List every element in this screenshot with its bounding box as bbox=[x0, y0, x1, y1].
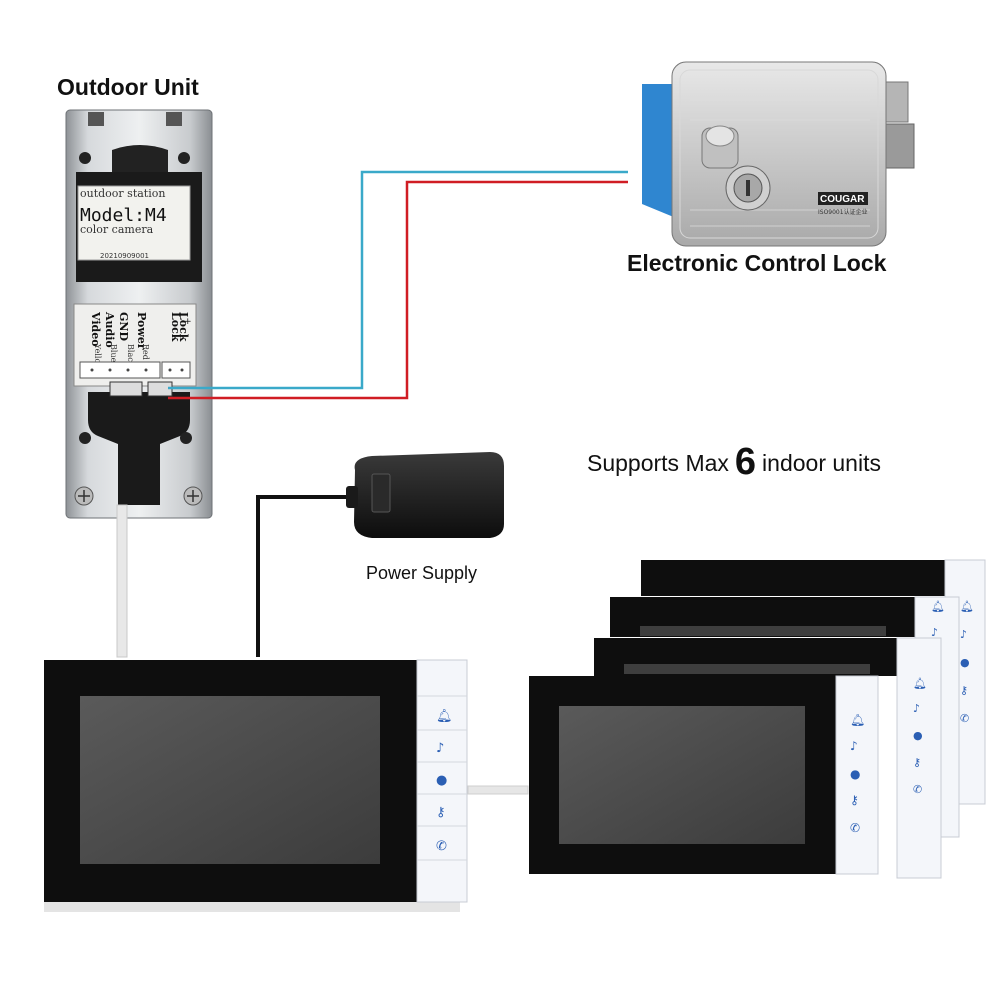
terminal-lock-a: Lock bbox=[169, 312, 182, 342]
lock-brand-name: COUGAR bbox=[820, 194, 865, 205]
terminal-plus-sign: + bbox=[184, 317, 192, 327]
phone-icon[interactable]: ✆ bbox=[850, 821, 860, 835]
lock-cert-text: ISO9001认证企业 bbox=[818, 208, 868, 216]
power-cable bbox=[256, 495, 355, 657]
user-icon[interactable]: ● bbox=[850, 767, 860, 781]
key-icon[interactable]: ⚷ bbox=[436, 805, 446, 820]
terminal-gnd: GND bbox=[117, 312, 130, 341]
phone-icon: ✆ bbox=[960, 712, 969, 725]
music-icon: ♪ bbox=[960, 628, 967, 641]
supports-suffix: indoor units bbox=[762, 450, 881, 476]
power-adapter bbox=[346, 452, 504, 538]
terminal-audio: Audio bbox=[103, 311, 116, 348]
monitor-link-cable bbox=[467, 785, 529, 795]
monitor-screen bbox=[80, 696, 380, 864]
electronic-control-lock: COUGAR ISO9001认证企业 bbox=[642, 61, 915, 247]
music-icon: ♪ bbox=[913, 702, 920, 715]
key-icon: ⚷ bbox=[960, 684, 968, 697]
terminal-block: Video Audio GND Power Lock Lock - + Yell… bbox=[73, 303, 197, 387]
power-supply-label: Power Supply bbox=[366, 563, 478, 583]
indoor-monitor-1: 🔔︎ ♪ ● ⚷ ✆ bbox=[529, 675, 879, 875]
user-icon[interactable]: ● bbox=[436, 773, 447, 788]
terminal-minus-sign: - bbox=[176, 331, 179, 341]
indoor-monitor-4: 🔔︎ ♪ ● ⚷ ✆ bbox=[641, 559, 986, 805]
key-icon[interactable]: ⚷ bbox=[850, 793, 859, 807]
model-sticker: outdoor station Model:M4 color camera 20… bbox=[77, 185, 191, 261]
phone-icon[interactable]: ✆ bbox=[436, 839, 447, 854]
key-icon: ⚷ bbox=[913, 756, 921, 769]
terminal-lock-b: Lock bbox=[177, 312, 190, 342]
phone-icon: ✆ bbox=[913, 783, 922, 796]
outdoor-unit: outdoor station Model:M4 color camera 20… bbox=[65, 109, 213, 658]
wire-yellow-label: Yellow bbox=[93, 343, 102, 370]
sticker-model-text: Model:M4 bbox=[80, 205, 167, 226]
supports-count: 6 bbox=[734, 441, 757, 483]
bell-icon[interactable]: 🔔︎ bbox=[436, 709, 453, 724]
lock-wiring bbox=[168, 170, 628, 400]
bell-icon[interactable]: 🔔︎ bbox=[850, 713, 865, 727]
user-icon: ● bbox=[913, 729, 923, 742]
main-indoor-monitor: 🔔︎ ♪ ● ⚷ ✆ bbox=[44, 659, 468, 912]
user-icon: ● bbox=[960, 656, 970, 669]
outdoor-unit-label: Outdoor Unit bbox=[57, 74, 199, 100]
wire-blue-label: Blue bbox=[109, 344, 118, 363]
indoor-monitor-stack: 🔔︎ ♪ ● ⚷ ✆ 🔔︎ ♪ ● ⚷ ✆ 🔔︎ ♪ ● ⚷ ✆ bbox=[529, 559, 986, 879]
sticker-station-text: outdoor station bbox=[80, 187, 165, 200]
bell-icon: 🔔︎ bbox=[960, 600, 974, 613]
terminal-power: Power bbox=[135, 312, 148, 350]
bell-icon: 🔔︎ bbox=[931, 600, 945, 613]
supports-prefix: Supports Max bbox=[587, 450, 729, 476]
indoor-monitor-2: 🔔︎ ♪ ● ⚷ ✆ bbox=[594, 637, 942, 879]
wire-red-label: Red bbox=[141, 344, 150, 360]
wire-black-label: Black bbox=[126, 344, 135, 367]
sticker-camera-text: color camera bbox=[80, 223, 154, 236]
monitor-screen bbox=[559, 706, 805, 844]
music-icon[interactable]: ♪ bbox=[436, 741, 444, 756]
music-icon: ♪ bbox=[931, 626, 938, 639]
terminal-video: Video bbox=[89, 311, 102, 347]
electronic-lock-label: Electronic Control Lock bbox=[627, 250, 887, 276]
sticker-serial-text: 20210909001 bbox=[100, 252, 149, 260]
music-icon[interactable]: ♪ bbox=[850, 739, 858, 753]
bell-icon: 🔔︎ bbox=[913, 677, 927, 690]
